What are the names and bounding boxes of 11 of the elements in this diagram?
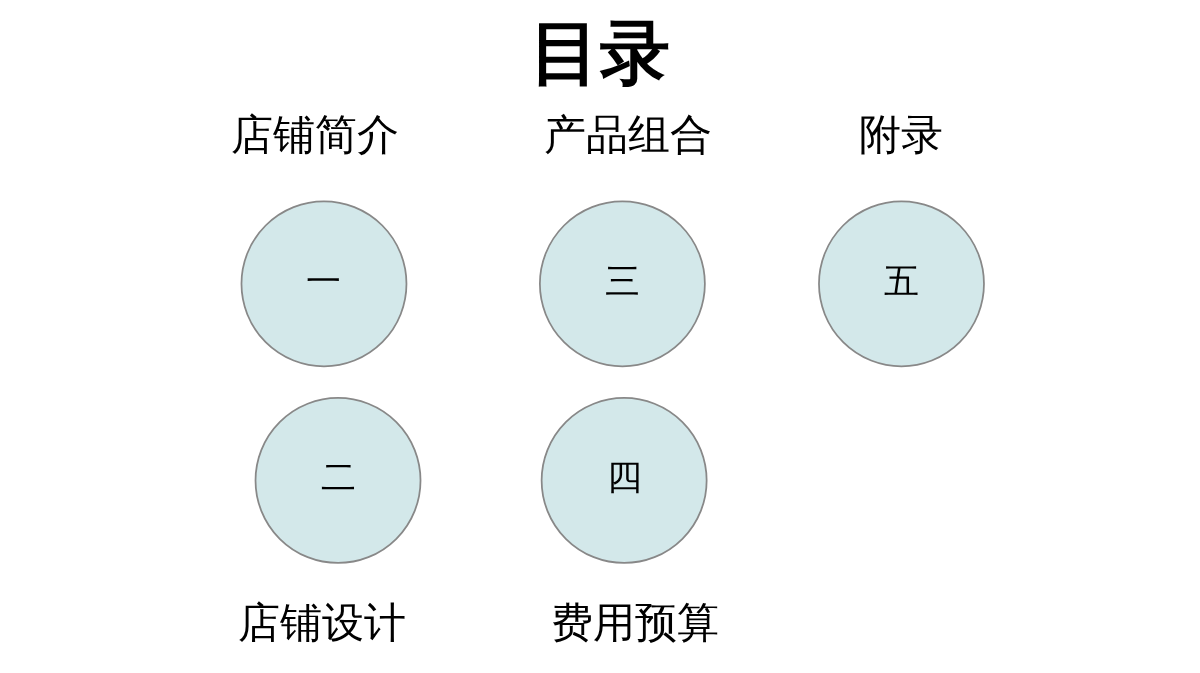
node-label: 附录 bbox=[859, 110, 944, 160]
diagram-title: 目录 bbox=[529, 11, 670, 94]
node-circle: 四 bbox=[540, 397, 708, 564]
node-circle: 三 bbox=[539, 200, 706, 368]
node-circle: 五 bbox=[818, 200, 985, 368]
node-label: 费用预算 bbox=[550, 598, 719, 648]
node-label: 店铺设计 bbox=[238, 598, 407, 648]
node-circle: 一 bbox=[240, 200, 408, 368]
node-label: 产品组合 bbox=[543, 110, 712, 160]
node-label: 店铺简介 bbox=[231, 110, 400, 160]
node-circle: 二 bbox=[254, 397, 422, 564]
